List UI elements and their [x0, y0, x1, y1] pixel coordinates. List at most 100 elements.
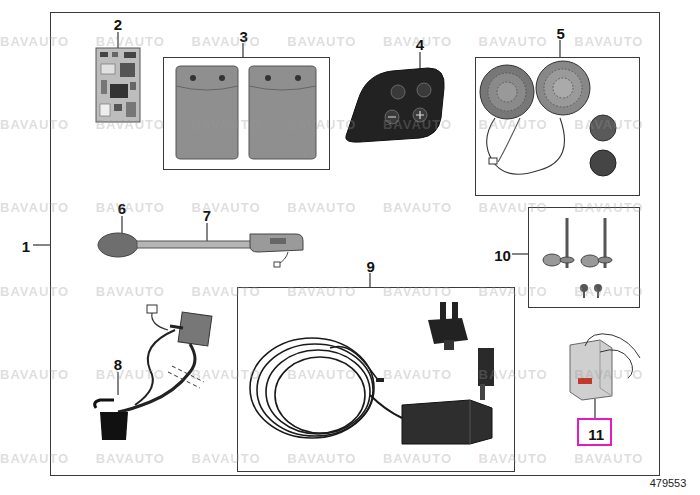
- callout-number: 7: [203, 208, 211, 223]
- storage-pouch: [265, 75, 271, 81]
- microphone: [250, 234, 303, 252]
- leader-line: [117, 372, 118, 395]
- circuit-board: [100, 104, 110, 116]
- callout-number: 10: [494, 247, 511, 262]
- charger: [444, 340, 454, 350]
- storage-pouch: [176, 66, 238, 159]
- storage-pouch: [219, 75, 225, 81]
- microphone: [274, 262, 280, 267]
- wiring-harness: [170, 326, 183, 328]
- charger: [480, 384, 485, 400]
- leader-line: [419, 52, 420, 69]
- watermark: BAVAUTO BAVAUTO BAVAUTO BAVAUTO BAVAUTO …: [0, 35, 643, 48]
- charger: [470, 400, 471, 444]
- charger: [440, 302, 446, 320]
- microphone: [98, 233, 303, 267]
- callout-number: 2: [114, 17, 122, 32]
- speaker-set: [488, 73, 526, 111]
- leader-line: [559, 40, 560, 57]
- storage-pouch: [295, 75, 301, 81]
- speaker-set: [480, 65, 534, 119]
- leader-line: [369, 273, 370, 287]
- circuit-board: [112, 52, 118, 57]
- watermark: BAVAUTO BAVAUTO BAVAUTO BAVAUTO BAVAUTO …: [0, 452, 643, 465]
- speaker-set: [498, 118, 520, 162]
- leader-line: [594, 399, 595, 418]
- speaker-set: [497, 82, 517, 102]
- microphone: [270, 238, 286, 244]
- speaker-set: [480, 61, 616, 176]
- group-box: 3: [163, 57, 330, 170]
- speaker-set: [553, 78, 573, 98]
- control-module: [600, 350, 633, 378]
- leader-line: [33, 32, 595, 418]
- circuit-board: [130, 82, 136, 90]
- storage-pouch: [176, 86, 238, 90]
- watermark: BAVAUTO BAVAUTO BAVAUTO BAVAUTO BAVAUTO …: [0, 201, 643, 214]
- remote-control: [346, 68, 444, 142]
- control-module: [578, 378, 592, 384]
- leader-line: [121, 216, 122, 233]
- wiring-harness: [118, 344, 195, 412]
- speaker-set: [544, 69, 582, 107]
- remote-control: [391, 85, 405, 99]
- callout-number: 5: [556, 25, 564, 40]
- mounting-pins: [583, 290, 585, 298]
- mounting-pins: [543, 254, 561, 266]
- control-module: [585, 334, 640, 358]
- leader-line: [242, 43, 243, 57]
- control-module: [570, 334, 640, 400]
- speaker-set: [487, 118, 565, 174]
- wiring-harness: [147, 305, 157, 313]
- microphone: [98, 233, 138, 257]
- leader-line: [33, 244, 50, 245]
- storage-pouch: [249, 86, 316, 90]
- wiring-harness: [168, 366, 204, 388]
- wiring-harness: [95, 400, 114, 408]
- callout-number: 9: [366, 258, 374, 273]
- circuit-board: [101, 64, 115, 74]
- leader-line: [206, 223, 207, 241]
- speaker-set: [590, 150, 616, 176]
- callout-number: 6: [118, 201, 126, 216]
- kit-frame: 13510911: [50, 12, 660, 476]
- group-box: 9: [237, 287, 515, 472]
- charger: [478, 348, 494, 386]
- circuit-board: [120, 63, 135, 77]
- callout-number: 8: [114, 357, 122, 372]
- circuit-board: [100, 52, 108, 57]
- mounting-pins: [543, 218, 612, 298]
- charger: [330, 346, 378, 380]
- storage-pouch: [249, 66, 316, 159]
- wiring-harness: [152, 313, 168, 330]
- callout-number: 4: [416, 37, 424, 52]
- leader-line: [512, 253, 528, 254]
- circuit-board: [96, 48, 140, 122]
- circuit-board: [101, 80, 107, 94]
- highlight-box: 11: [577, 418, 612, 446]
- charger: [275, 357, 365, 433]
- mounting-pins: [598, 257, 612, 263]
- speaker-set: [536, 61, 590, 115]
- charger: [452, 302, 458, 320]
- microphone: [137, 241, 252, 248]
- storage-pouch: [176, 66, 316, 159]
- charger: [370, 395, 402, 418]
- circuit-board: [110, 84, 128, 98]
- mounting-pins: [597, 290, 599, 298]
- watermark: BAVAUTO BAVAUTO BAVAUTO BAVAUTO BAVAUTO …: [0, 118, 643, 131]
- watermark: BAVAUTO BAVAUTO BAVAUTO BAVAUTO BAVAUTO …: [0, 368, 643, 381]
- callout-number: 1: [22, 239, 30, 254]
- wiring-harness: [135, 330, 175, 405]
- leader-line: [117, 32, 118, 48]
- callout-number: 3: [239, 28, 247, 43]
- group-box: 10: [528, 207, 640, 308]
- mounting-pins: [560, 257, 574, 263]
- charger: [257, 344, 373, 436]
- mounting-pins: [581, 255, 599, 267]
- wiring-harness: [100, 412, 128, 440]
- remote-control: [346, 68, 444, 142]
